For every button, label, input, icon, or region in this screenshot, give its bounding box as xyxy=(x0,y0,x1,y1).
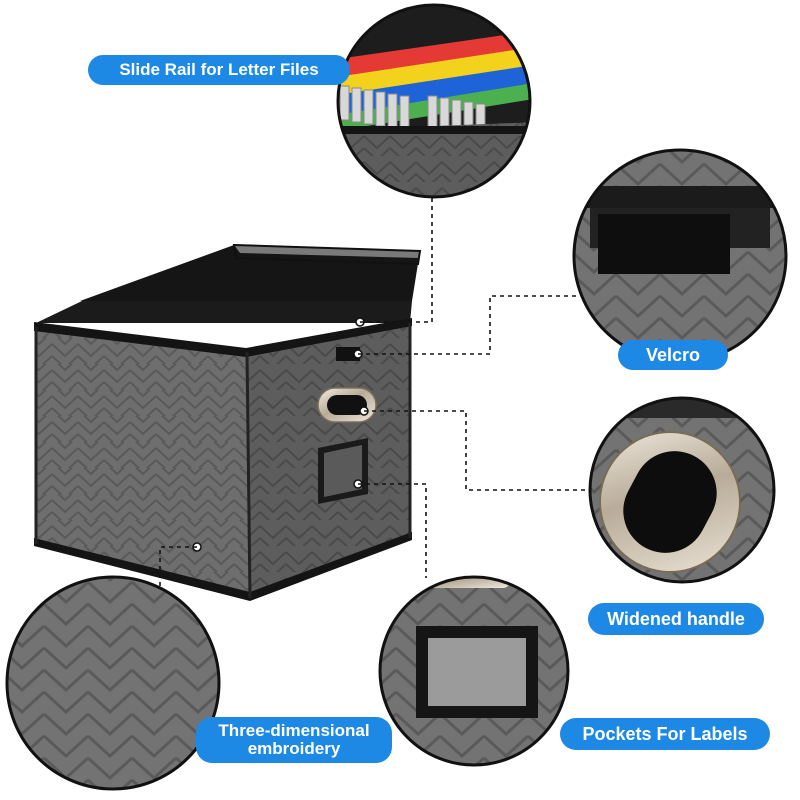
embroidery-detail-circle xyxy=(5,575,221,791)
storage-box xyxy=(34,243,422,601)
embroidery-label-line2: embroidery xyxy=(247,739,341,758)
velcro-detail-circle xyxy=(572,148,788,364)
velcro-label: Velcro xyxy=(618,340,728,370)
callout-lines xyxy=(159,196,590,588)
pockets-label: Pockets For Labels xyxy=(560,718,770,750)
pocket-detail-circle xyxy=(378,575,570,767)
embroidery-label: Three-dimensional embroidery xyxy=(196,717,392,763)
handle-detail-circle xyxy=(588,396,776,584)
embroidery-label-line1: Three-dimensional xyxy=(218,721,370,741)
slide-rail-detail-circle xyxy=(336,3,532,199)
slide-rail-label: Slide Rail for Letter Files xyxy=(88,55,350,85)
widened-handle-label: Widened handle xyxy=(588,603,764,635)
